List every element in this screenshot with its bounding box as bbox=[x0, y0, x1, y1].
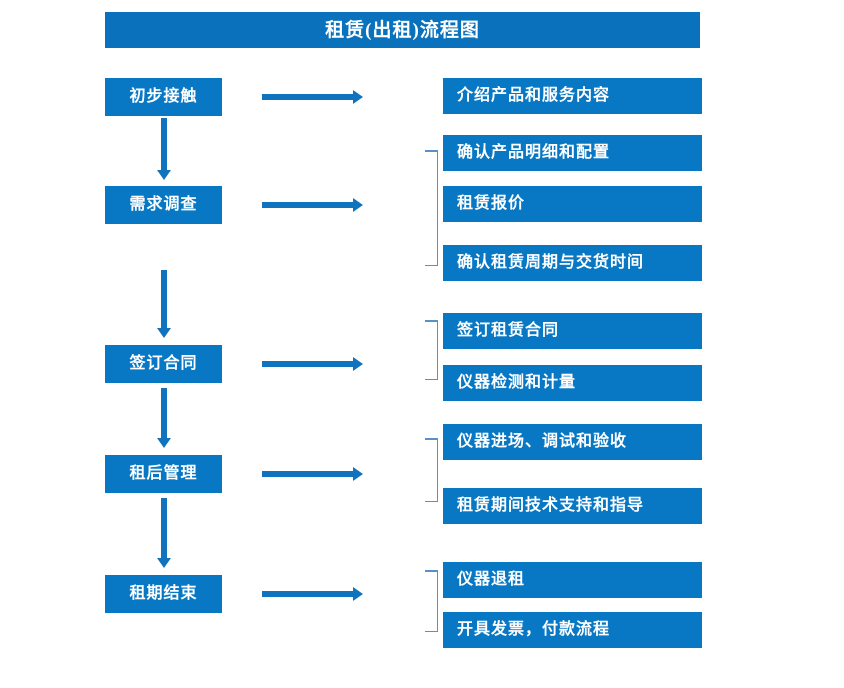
detail-box-6[interactable]: 仪器检测和计量 bbox=[443, 365, 702, 401]
bracket-arm-top bbox=[425, 438, 438, 440]
stage-box-3[interactable]: 签订合同 bbox=[105, 345, 222, 383]
stage-box-4[interactable]: 租后管理 bbox=[105, 455, 222, 493]
arrow-head bbox=[157, 558, 171, 568]
arrow-shaft bbox=[161, 498, 167, 559]
arrow-head bbox=[157, 328, 171, 338]
arrow-shaft bbox=[262, 591, 354, 597]
right-arrow-icon-4 bbox=[262, 467, 363, 481]
bracket-spine bbox=[436, 570, 438, 632]
stage-label-3: 签订合同 bbox=[129, 355, 198, 372]
bracket-arm-bottom bbox=[425, 500, 438, 502]
bracket-arm-bottom bbox=[425, 264, 438, 266]
down-arrow-icon-3 bbox=[155, 388, 173, 448]
arrow-head bbox=[157, 438, 171, 448]
bracket-arm-bottom bbox=[425, 378, 438, 380]
arrow-head bbox=[353, 90, 363, 104]
detail-label-3: 租赁报价 bbox=[457, 195, 526, 212]
detail-label-8: 租赁期间技术支持和指导 bbox=[457, 497, 645, 514]
arrow-head bbox=[353, 467, 363, 481]
detail-box-2[interactable]: 确认产品明细和配置 bbox=[443, 135, 702, 171]
detail-label-6: 仪器检测和计量 bbox=[457, 374, 577, 391]
right-arrow-icon-2 bbox=[262, 198, 363, 212]
right-arrow-icon-5 bbox=[262, 587, 363, 601]
stage-label-4: 租后管理 bbox=[129, 465, 198, 482]
arrow-head bbox=[353, 357, 363, 371]
arrow-shaft bbox=[262, 471, 354, 477]
detail-label-7: 仪器进场、调试和验收 bbox=[457, 433, 628, 450]
bracket-arm-top bbox=[425, 150, 438, 152]
bracket-spine bbox=[436, 438, 438, 502]
arrow-head bbox=[157, 170, 171, 180]
detail-box-7[interactable]: 仪器进场、调试和验收 bbox=[443, 424, 702, 460]
detail-box-10[interactable]: 开具发票，付款流程 bbox=[443, 612, 702, 648]
detail-box-9[interactable]: 仪器退租 bbox=[443, 562, 702, 598]
detail-box-3[interactable]: 租赁报价 bbox=[443, 186, 702, 222]
down-arrow-icon-4 bbox=[155, 498, 173, 568]
down-arrow-icon-2 bbox=[155, 270, 173, 338]
down-arrow-icon-1 bbox=[155, 118, 173, 180]
arrow-shaft bbox=[262, 361, 354, 367]
detail-label-2: 确认产品明细和配置 bbox=[457, 144, 611, 161]
chart-title-bar: 租赁(出租)流程图 bbox=[105, 12, 700, 48]
arrow-shaft bbox=[161, 118, 167, 171]
detail-label-1: 介绍产品和服务内容 bbox=[457, 87, 611, 104]
stage-label-5: 租期结束 bbox=[129, 585, 198, 602]
detail-label-5: 签订租赁合同 bbox=[457, 322, 560, 339]
stage-box-5[interactable]: 租期结束 bbox=[105, 575, 222, 613]
bracket-arm-top bbox=[425, 320, 438, 322]
arrow-shaft bbox=[161, 388, 167, 439]
stage-box-2[interactable]: 需求调查 bbox=[105, 186, 222, 224]
arrow-shaft bbox=[161, 270, 167, 329]
stage-label-1: 初步接触 bbox=[129, 88, 198, 105]
bracket-spine bbox=[436, 150, 438, 266]
arrow-shaft bbox=[262, 202, 354, 208]
stage-label-2: 需求调查 bbox=[129, 196, 198, 213]
arrow-head bbox=[353, 587, 363, 601]
detail-box-4[interactable]: 确认租赁周期与交货时间 bbox=[443, 245, 702, 281]
page-title: 租赁(出租)流程图 bbox=[325, 19, 480, 41]
detail-box-1[interactable]: 介绍产品和服务内容 bbox=[443, 78, 702, 114]
detail-label-10: 开具发票，付款流程 bbox=[457, 621, 611, 638]
group-bracket-3 bbox=[420, 438, 438, 502]
right-arrow-icon-3 bbox=[262, 357, 363, 371]
bracket-spine bbox=[436, 320, 438, 380]
arrow-shaft bbox=[262, 94, 354, 100]
detail-box-5[interactable]: 签订租赁合同 bbox=[443, 313, 702, 349]
arrow-head bbox=[353, 198, 363, 212]
detail-box-8[interactable]: 租赁期间技术支持和指导 bbox=[443, 488, 702, 524]
bracket-arm-top bbox=[425, 570, 438, 572]
group-bracket-1 bbox=[420, 150, 438, 266]
bracket-arm-bottom bbox=[425, 630, 438, 632]
group-bracket-2 bbox=[420, 320, 438, 380]
stage-box-1[interactable]: 初步接触 bbox=[105, 78, 222, 116]
group-bracket-4 bbox=[420, 570, 438, 632]
right-arrow-icon-1 bbox=[262, 90, 363, 104]
detail-label-4: 确认租赁周期与交货时间 bbox=[457, 254, 645, 271]
detail-label-9: 仪器退租 bbox=[457, 571, 526, 588]
